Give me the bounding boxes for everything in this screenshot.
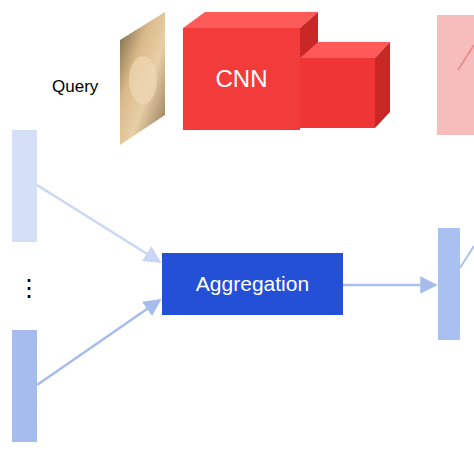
- cnn-small-side: [375, 42, 390, 128]
- photo-face: [129, 56, 157, 104]
- process-box: Aggregation: [162, 253, 343, 315]
- feature-bar: [12, 330, 37, 442]
- arrow: [343, 284, 436, 287]
- aggregated-bar: [438, 228, 460, 340]
- faded-line: [458, 45, 474, 70]
- ellipsis-label: ⋮: [17, 274, 41, 302]
- feature-bar: [12, 130, 37, 242]
- cnn-small-top: [300, 42, 390, 58]
- node-text: CNN: [216, 65, 268, 93]
- cnn-top-face: [183, 12, 318, 28]
- arrow: [37, 300, 160, 385]
- arrow: [37, 185, 160, 262]
- query-photo: [120, 12, 165, 145]
- cnn-small-front: [300, 58, 375, 128]
- faded-block: [437, 15, 474, 135]
- faded-line: [460, 246, 474, 268]
- node-text: Aggregation: [196, 272, 309, 296]
- input-label: Query: [52, 77, 98, 97]
- cnn-block: CNN: [183, 28, 300, 130]
